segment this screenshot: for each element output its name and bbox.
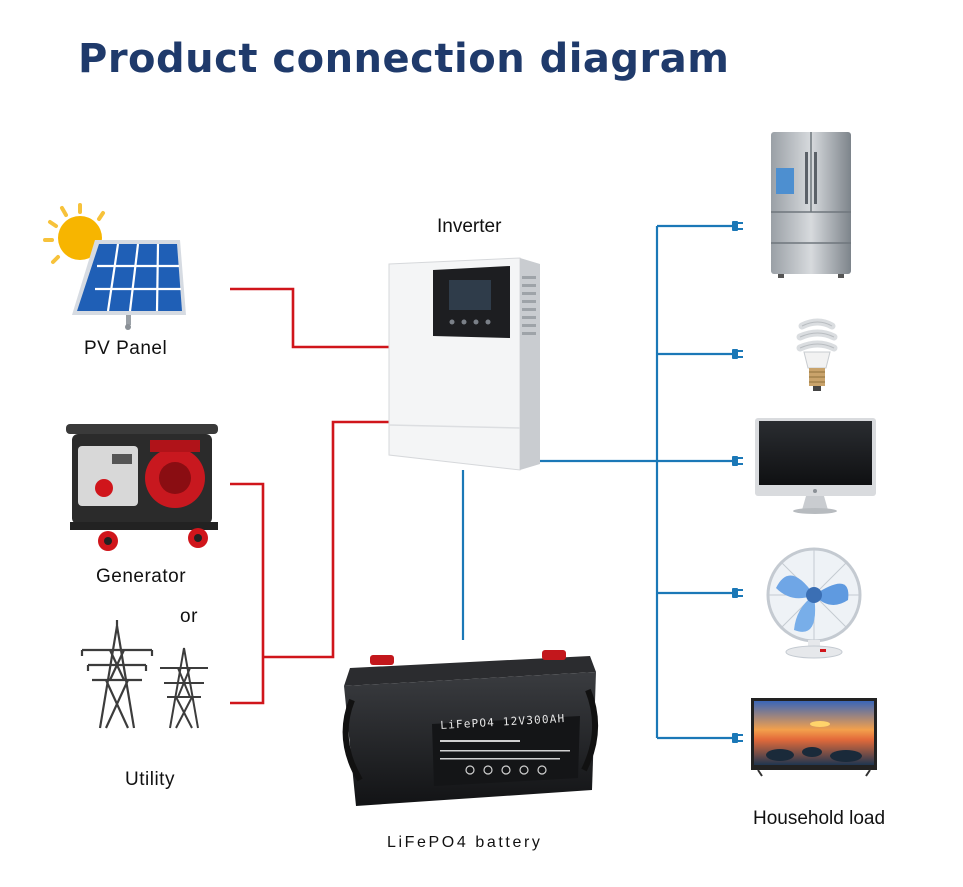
refrigerator-icon [771, 132, 851, 278]
plug-icon [732, 588, 743, 598]
red-wires [230, 287, 391, 705]
utility-label: Utility [125, 769, 175, 790]
plug-icon [732, 456, 743, 466]
power-pylon-icon [80, 620, 154, 729]
household-load-label: Household load [753, 808, 886, 829]
battery-icon [342, 650, 599, 806]
blue-wires [461, 224, 737, 740]
inverter-label: Inverter [437, 216, 502, 237]
desk-fan-icon [766, 547, 862, 659]
pv-panel-label: PV Panel [84, 338, 168, 359]
plug-icon [732, 733, 743, 743]
plug-heads [732, 221, 743, 743]
generator-label: Generator [96, 566, 187, 587]
light-bulb-icon [796, 318, 838, 391]
battery-label: LiFePO4 battery [387, 834, 543, 851]
plug-icon [732, 349, 743, 359]
page-title: Product connection diagram [78, 36, 730, 82]
inverter-icon [388, 257, 540, 471]
television-icon [751, 698, 877, 777]
generator-wire [230, 482, 265, 705]
plug-icon [732, 221, 743, 231]
sun-icon [43, 203, 105, 264]
pv-panel-icon [43, 203, 186, 330]
pv-to-inverter-wire [230, 287, 391, 349]
grid-to-inverter-wire [263, 420, 391, 659]
generator-icon [66, 424, 218, 551]
computer-monitor-icon [755, 418, 876, 514]
power-pylon-small-icon [160, 647, 208, 729]
or-label: or [180, 606, 198, 627]
